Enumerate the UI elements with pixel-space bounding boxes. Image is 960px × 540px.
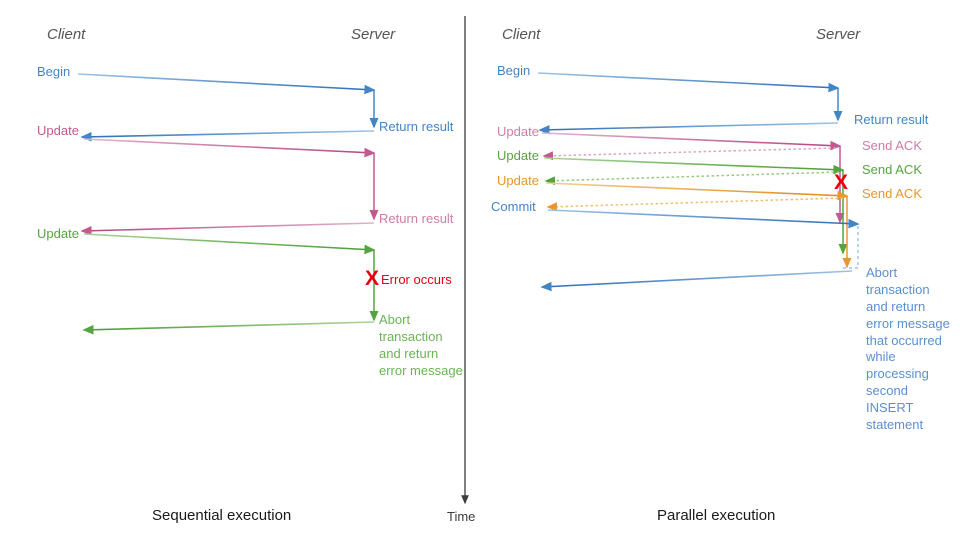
left-msg-abort: Abort transaction and return error messa… xyxy=(379,312,463,378)
arrow-ack-orange xyxy=(546,197,844,212)
arrow-commit-request xyxy=(547,209,860,229)
right-msg-update-2: Update xyxy=(497,148,539,163)
right-error-x-icon: X xyxy=(834,171,849,194)
left-error-x-icon: X xyxy=(365,267,380,290)
time-axis-label: Time xyxy=(447,509,476,524)
right-msg-begin: Begin xyxy=(497,63,531,78)
arrow-update-orange-request xyxy=(545,182,849,201)
right-msg-ack-3: Send ACK xyxy=(862,186,922,201)
arrow-update-pink-request xyxy=(541,132,842,151)
left-actor-server: Server xyxy=(351,26,396,43)
right-msg-ack-2: Send ACK xyxy=(862,162,922,177)
left-msg-update-1: Update xyxy=(37,123,79,138)
arrow-return-result-p xyxy=(538,122,839,135)
right-panel-arrows xyxy=(537,72,860,292)
right-actor-client: Client xyxy=(502,26,541,43)
left-msg-return-result-1: Return result xyxy=(379,119,454,134)
arrow-update-2-request xyxy=(83,233,376,255)
arrow-ack-green xyxy=(544,171,840,186)
right-msg-update-1: Update xyxy=(497,124,539,139)
arrow-return-result-1 xyxy=(80,130,375,142)
arrow-begin-request-p xyxy=(537,72,840,93)
left-msg-return-result-2: Return result xyxy=(379,211,454,226)
right-msg-abort: Abort transaction and return error messa… xyxy=(866,265,950,433)
arrow-ack-pink xyxy=(542,147,837,161)
left-msg-update-2: Update xyxy=(37,226,79,241)
left-msg-begin: Begin xyxy=(37,64,71,79)
arrow-return-result-2 xyxy=(80,222,375,236)
arrow-abort-response-p xyxy=(540,270,853,292)
arrow-update-green-request xyxy=(543,157,845,175)
arrow-begin-request xyxy=(77,73,376,95)
right-msg-ack-1: Send ACK xyxy=(862,138,922,153)
right-msg-update-3: Update xyxy=(497,173,539,188)
right-panel-caption: Parallel execution xyxy=(657,507,776,524)
right-actor-server: Server xyxy=(816,26,861,43)
right-msg-commit: Commit xyxy=(491,199,536,214)
left-actor-client: Client xyxy=(47,26,86,43)
arrow-abort-response xyxy=(82,321,375,335)
left-panel-caption: Sequential execution xyxy=(152,507,292,524)
right-msg-return-result: Return result xyxy=(854,112,929,127)
left-panel-arrows xyxy=(77,73,379,335)
arrow-update-1-request xyxy=(83,138,376,158)
left-error-label: Error occurs xyxy=(381,272,452,287)
